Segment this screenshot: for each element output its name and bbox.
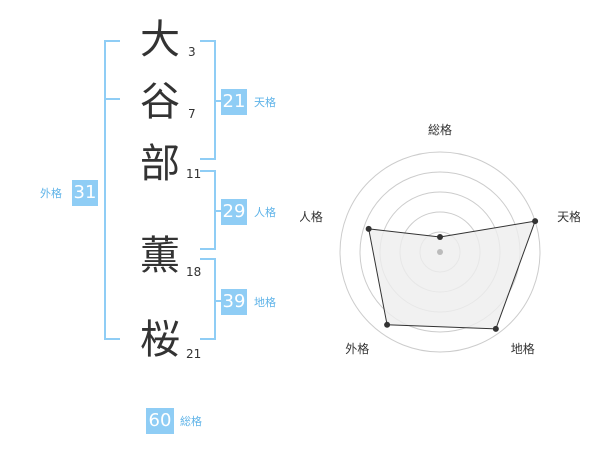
radar-axis-label: 外格	[345, 341, 369, 356]
chikaku-label: 地格	[254, 296, 276, 309]
radar-axis-label: 天格	[557, 209, 580, 224]
name-char-2: 谷	[140, 79, 180, 125]
stroke-count-1: 3	[188, 45, 196, 59]
jinkaku-bracket-tick	[214, 210, 222, 212]
soukaku-value: 60	[146, 408, 174, 434]
radar-area	[368, 220, 536, 330]
radar-axis-label: 人格	[300, 209, 323, 224]
name-char-1: 大	[140, 17, 180, 63]
radar-point	[437, 234, 443, 240]
jinkaku-value: 29	[221, 199, 247, 225]
radar-point	[532, 218, 539, 225]
radar-point	[365, 225, 372, 232]
radar-axis-label: 総格	[428, 122, 452, 137]
radar-axis-label: 地格	[511, 341, 535, 356]
stroke-count-5: 21	[186, 347, 202, 361]
stroke-count-4: 18	[186, 265, 202, 279]
radar-center-dot	[437, 249, 443, 255]
gaikaku-bracket	[104, 40, 120, 340]
gaikaku-label: 外格	[40, 187, 62, 200]
gaikaku-bracket-tick	[104, 98, 120, 100]
name-char-5: 桜	[140, 317, 180, 363]
stroke-count-2: 7	[188, 107, 196, 121]
radar-grid-ring	[339, 151, 541, 353]
tenkaku-label: 天格	[254, 96, 276, 109]
soukaku-label: 総格	[180, 415, 202, 428]
chikaku-value: 39	[221, 289, 247, 315]
radar-point	[384, 321, 391, 328]
name-char-3: 部	[140, 141, 180, 187]
jinkaku-label: 人格	[254, 206, 276, 219]
chikaku-bracket-tick	[214, 300, 222, 302]
tenkaku-bracket-tick	[214, 100, 222, 102]
gaikaku-value: 31	[72, 180, 98, 206]
radar-dots	[365, 218, 539, 332]
tenkaku-value: 21	[221, 89, 247, 115]
chikaku-bracket	[200, 258, 216, 340]
radar-point	[492, 325, 499, 332]
name-char-4: 薫	[140, 233, 180, 279]
stroke-count-3: 11	[186, 167, 202, 181]
